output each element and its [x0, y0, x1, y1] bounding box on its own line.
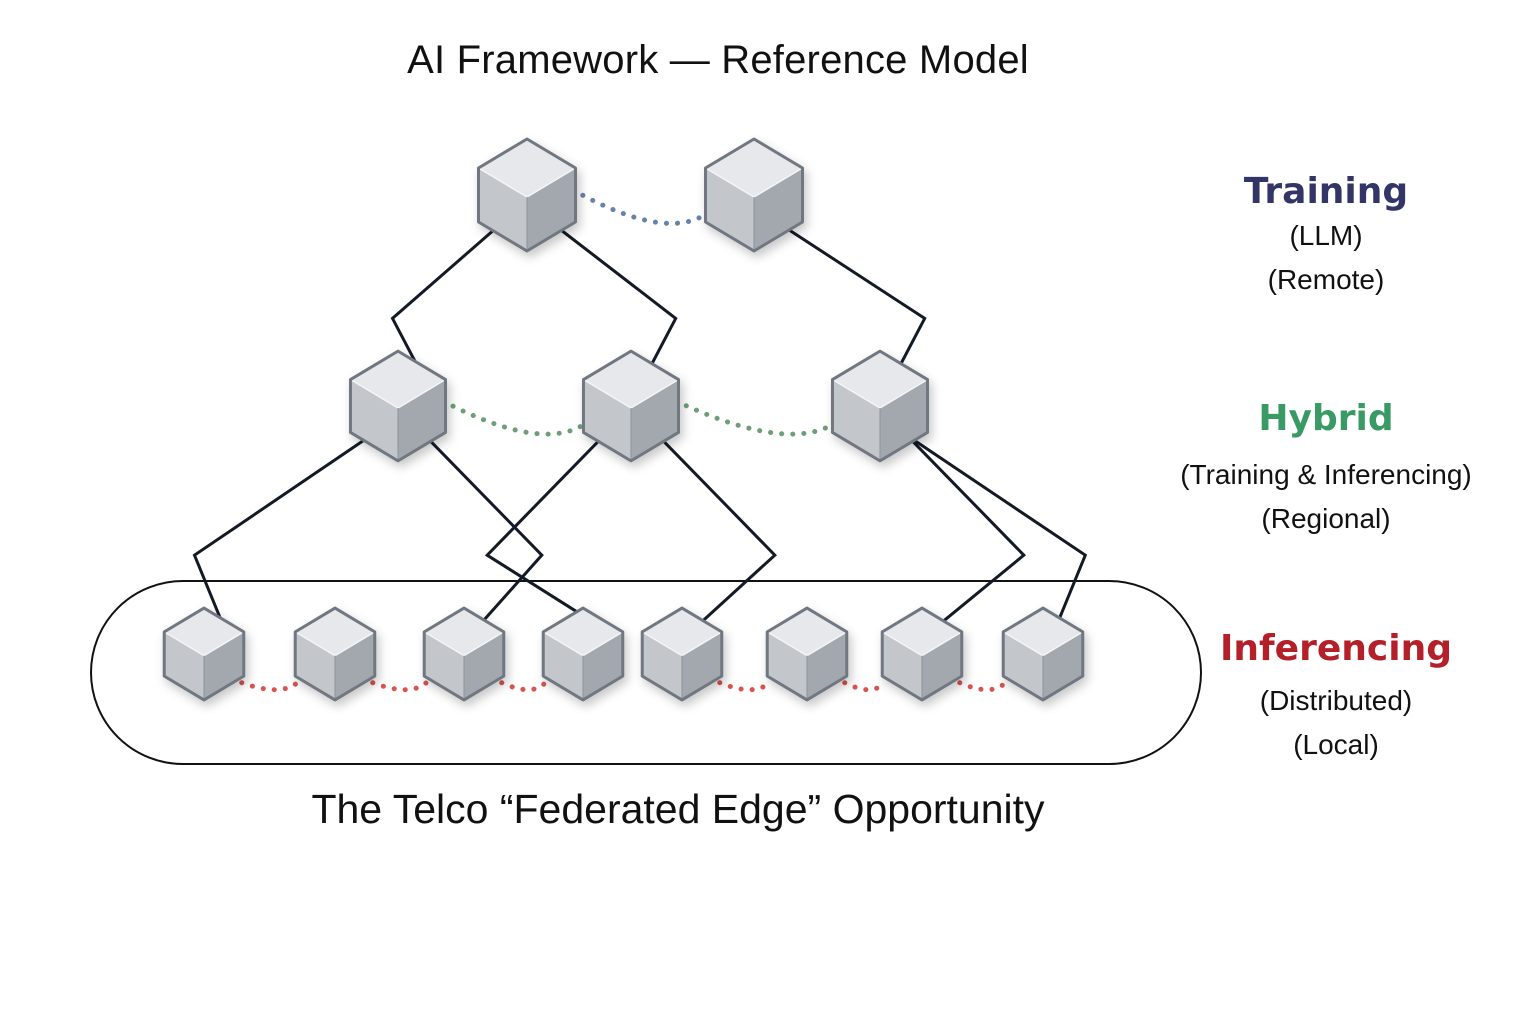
hybrid-node-2[interactable]: [581, 349, 681, 463]
hybrid-peer-link: [673, 398, 838, 437]
cube-face-right: [204, 631, 244, 700]
tier-connector-line: [906, 434, 1088, 630]
tier-detail-inferencing-1: (Distributed): [1259, 685, 1413, 716]
cube-face-right: [398, 379, 446, 461]
cube-face-right: [527, 168, 576, 251]
cube-face-left: [767, 631, 807, 700]
edge-node-5[interactable]: [640, 606, 724, 702]
cube-face-left: [583, 379, 631, 461]
tier-label-inferencing: Inferencing (Distributed) (Local): [1156, 627, 1516, 767]
training-peer-link: [570, 187, 711, 226]
tier-detail-hybrid-1: (Training & Inferencing): [1180, 459, 1472, 490]
cube-face-left: [543, 631, 583, 700]
federated-edge-caption: The Telco “Federated Edge” Opportunity: [311, 786, 1045, 832]
inferencing-peer-link: [370, 680, 429, 693]
tier-connector-line: [905, 434, 1027, 630]
cube-outline: [422, 606, 506, 702]
cube-outline: [830, 349, 930, 463]
cube-outline: [880, 606, 964, 702]
cube-face-top: [350, 351, 446, 408]
inferencing-peer-link: [499, 680, 548, 693]
cube-face-right: [682, 631, 722, 700]
cube-face-right: [631, 379, 679, 461]
cube-face-left: [164, 631, 204, 700]
cube-face-right: [464, 631, 504, 700]
cube-face-right: [754, 168, 803, 251]
tier-connector-line: [780, 223, 927, 377]
tier-heading-inferencing: Inferencing: [1220, 628, 1452, 669]
edge-node-6[interactable]: [765, 606, 849, 702]
tier-heading-training: Training: [1243, 171, 1409, 212]
hybrid-peer-link: [440, 398, 589, 437]
tier-connector-line: [553, 223, 678, 377]
cube-face-left: [642, 631, 682, 700]
hybrid-node-1[interactable]: [348, 349, 448, 463]
cube-outline: [293, 606, 377, 702]
cube-face-left: [350, 379, 398, 461]
tier-connector-line: [656, 434, 777, 630]
cube-outline: [640, 606, 724, 702]
tier-detail-inferencing-2: (Local): [1293, 729, 1379, 760]
cube-face-left: [424, 631, 464, 700]
cube-face-left: [882, 631, 922, 700]
training-node-1[interactable]: [477, 137, 577, 253]
cube-face-left: [705, 168, 754, 251]
edge-node-4[interactable]: [541, 606, 625, 702]
tier-connector-line: [484, 434, 606, 630]
inferencing-peer-link: [717, 680, 772, 693]
federated-edge-boundary: [90, 580, 1202, 765]
edge-node-8[interactable]: [1001, 606, 1085, 702]
cube-outline: [348, 349, 448, 463]
training-node-2[interactable]: [704, 137, 804, 253]
cube-face-left: [295, 631, 335, 700]
tier-connector-line: [192, 434, 372, 630]
cube-outline: [704, 137, 804, 253]
inferencing-peer-link: [842, 680, 887, 693]
cube-face-right: [1043, 631, 1083, 700]
cube-face-right: [880, 379, 928, 461]
cube-outline: [1001, 606, 1085, 702]
tier-label-hybrid: Hybrid (Training & Inferencing) (Regiona…: [1146, 397, 1506, 541]
cube-face-left: [1003, 631, 1043, 700]
cube-outline: [477, 137, 577, 253]
cube-outline: [581, 349, 681, 463]
edge-node-2[interactable]: [293, 606, 377, 702]
cube-face-left: [832, 379, 880, 461]
cube-outline: [541, 606, 625, 702]
cube-face-left: [478, 168, 527, 251]
tier-detail-hybrid-2: (Regional): [1261, 503, 1391, 534]
cube-outline: [162, 606, 246, 702]
cube-face-right: [583, 631, 623, 700]
edge-node-3[interactable]: [422, 606, 506, 702]
tier-connector-line: [423, 434, 544, 630]
inferencing-peer-link: [957, 680, 1008, 693]
tier-detail-training-1: (LLM): [1289, 220, 1363, 251]
cube-face-right: [807, 631, 847, 700]
tier-connector-line: [390, 223, 501, 377]
hybrid-node-3[interactable]: [830, 349, 930, 463]
cube-outline: [765, 606, 849, 702]
diagram-title: AI Framework — Reference Model: [407, 38, 1029, 82]
tier-detail-training-2: (Remote): [1267, 264, 1385, 295]
tier-label-training: Training (LLM) (Remote): [1146, 170, 1506, 302]
edge-node-7[interactable]: [880, 606, 964, 702]
edge-node-1[interactable]: [162, 606, 246, 702]
cube-face-right: [335, 631, 375, 700]
tier-heading-hybrid: Hybrid: [1258, 398, 1394, 439]
inferencing-peer-link: [239, 680, 300, 693]
cube-face-right: [922, 631, 962, 700]
